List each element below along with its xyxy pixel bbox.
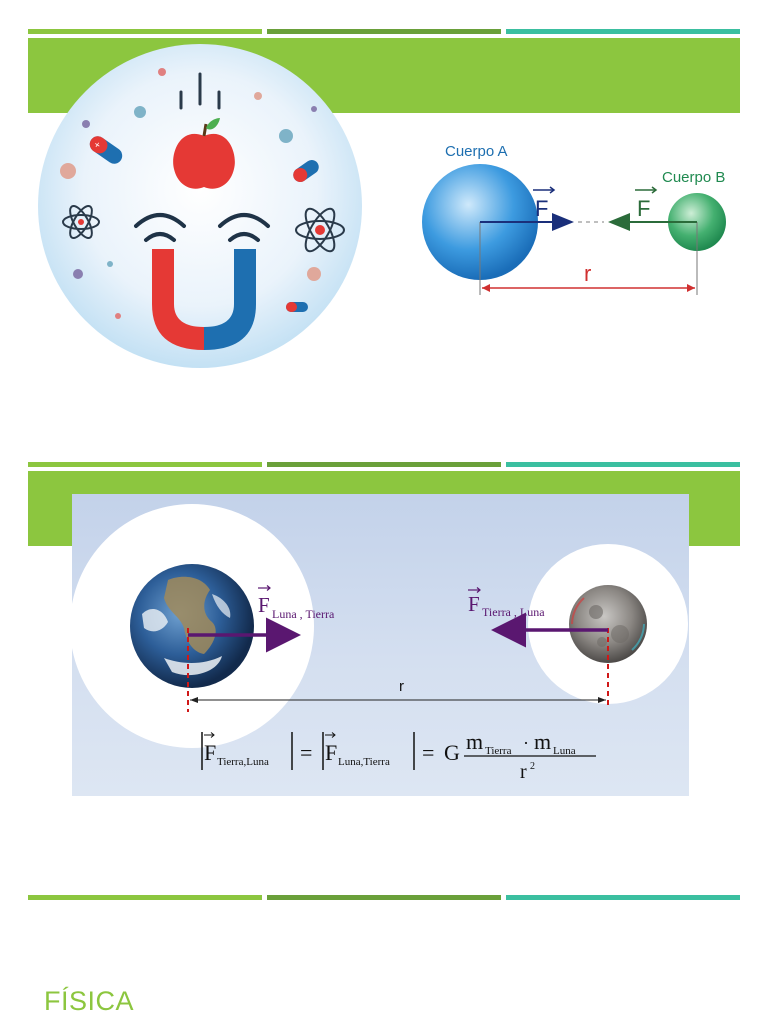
magnet-icon [152,249,256,350]
svg-text:m: m [534,729,551,754]
earth-moon-distance-line [190,697,606,703]
battery-icon [286,302,308,312]
physics-illustration: + [38,44,362,368]
field-lines-icon [134,213,270,242]
moon-icon [569,585,647,663]
svg-text:Luna , Tierra: Luna , Tierra [272,607,335,621]
svg-text:F: F [204,740,216,765]
earth-moon-distance-label: r [399,678,404,695]
force-label-b: F [637,196,650,221]
svg-text:=: = [300,740,312,765]
gravitation-formula: F Tierra,Luna = F Luna,Tierra = G m Tier… [201,729,596,783]
body-b-label: Cuerpo B [662,169,725,186]
distance-label: r [584,261,591,286]
svg-text:F: F [258,593,270,617]
bottom-bar-dark [267,895,501,900]
svg-text:·: · [523,733,529,753]
middle-bar-dark [267,462,501,467]
top-bar-teal [506,29,740,34]
top-bar-dark [267,29,501,34]
motion-lines-icon [179,72,221,110]
earth-icon [130,564,254,688]
svg-text:m: m [466,729,483,754]
svg-text:Tierra , Luna: Tierra , Luna [482,605,545,619]
bottom-bar-light [28,895,262,900]
svg-text:F: F [325,740,337,765]
force-label-moon: F Tierra , Luna [468,587,545,619]
svg-text:2: 2 [530,761,535,772]
svg-text:Tierra,Luna: Tierra,Luna [217,756,269,768]
svg-text:Tierra: Tierra [485,745,512,757]
svg-text:G: G [444,740,460,765]
svg-text:Luna,Tierra: Luna,Tierra [338,756,390,768]
atom-icon [62,205,100,239]
battery-icon: + [89,136,123,164]
svg-text:Luna: Luna [553,745,576,757]
force-arrow-b [608,213,697,231]
svg-text:r: r [520,761,527,783]
force-label-earth: F Luna , Tierra [258,585,335,621]
slide-title: FÍSICA [44,986,135,1016]
earth-moon-panel: F Luna , Tierra F Tierra , Luna r F Tier… [72,494,689,796]
two-bodies-diagram: Cuerpo A Cuerpo B F F r [412,135,744,305]
bottom-bar-teal [506,895,740,900]
body-a-label: Cuerpo A [445,143,508,160]
atom-icon [295,207,345,253]
force-label-a: F [535,196,548,221]
force-arrow-a [480,213,574,231]
battery-icon [293,159,319,183]
middle-bar-light [28,462,262,467]
top-bar-light [28,29,262,34]
svg-text:=: = [422,740,434,765]
svg-text:+: + [91,139,102,151]
apple-icon [173,118,235,189]
svg-text:F: F [468,592,480,616]
distance-line [482,284,695,292]
middle-bar-teal [506,462,740,467]
